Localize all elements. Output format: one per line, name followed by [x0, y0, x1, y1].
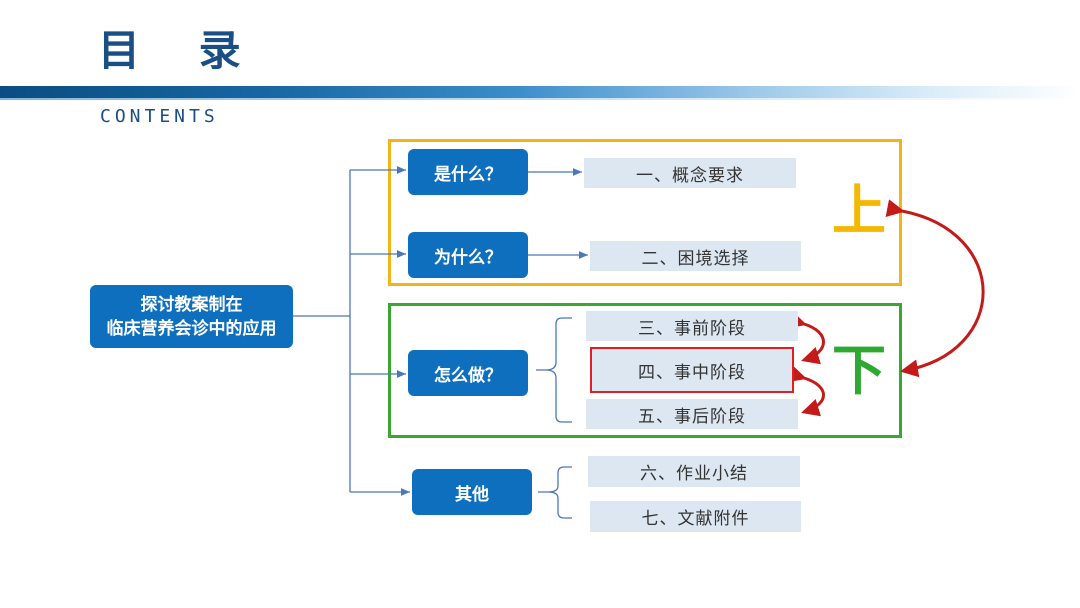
branch-other: 其他	[412, 469, 532, 515]
root-line-1: 探讨教案制在	[140, 294, 243, 315]
root-line-2: 临床营养会诊中的应用	[106, 318, 277, 339]
item-3: 三、事前阶段	[586, 311, 798, 341]
arrow-item4-item5	[787, 364, 825, 417]
item-1: 一、概念要求	[584, 158, 796, 188]
item-7: 七、文献附件	[590, 501, 801, 532]
item-5: 五、事后阶段	[586, 399, 798, 429]
header-stripe	[0, 86, 1080, 98]
branch-how: 怎么做？	[408, 350, 528, 396]
page-subtitle: CONTENTS	[100, 106, 219, 127]
page-title: 目 录	[98, 26, 263, 75]
item-4: 四、事中阶段	[590, 347, 794, 393]
arrow-item3-item4	[787, 310, 825, 365]
branch-what: 是什么？	[408, 149, 528, 195]
label-lower: 下	[832, 339, 886, 402]
header-stripe-thin	[0, 98, 1080, 100]
root-node: 探讨教案制在 临床营养会诊中的应用	[90, 285, 293, 348]
branch-why: 为什么？	[408, 232, 528, 278]
brace-other	[538, 466, 572, 519]
cycle-arrow-upper-lower	[885, 199, 985, 378]
item-6: 六、作业小结	[588, 456, 800, 487]
brace-how	[536, 317, 572, 423]
label-upper: 上	[832, 179, 886, 242]
item-2: 二、困境选择	[590, 241, 801, 271]
